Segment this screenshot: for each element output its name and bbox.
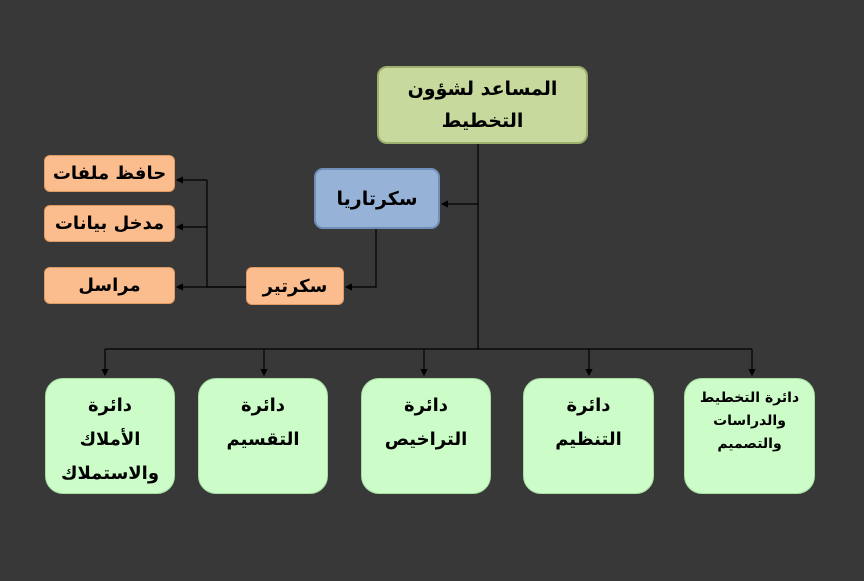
staff-node-file-keeper: حافظ ملفات — [44, 155, 175, 192]
secretary-label: سكرتير — [262, 275, 328, 297]
secretariat-label: سكرتاريا — [336, 187, 418, 210]
root-node-planning-assistant: المساعد لشؤون التخطيط — [377, 66, 588, 144]
root-line-1: المساعد لشؤون — [407, 78, 558, 100]
department-line: والتصميم — [717, 436, 782, 452]
staff-label: مدخل بيانات — [54, 213, 165, 234]
staff-node-data-entry: مدخل بيانات — [44, 205, 175, 242]
secretary-node: سكرتير — [246, 267, 344, 305]
department-line: دائرة التخطيط — [699, 390, 800, 406]
department-line: والاستملاك — [60, 463, 160, 484]
department-node-planning-studies-design: دائرة التخطيط والدراسات والتصميم — [684, 378, 815, 494]
staff-label: مراسل — [78, 275, 141, 296]
department-node-properties: دائرة الأملاك والاستملاك — [45, 378, 175, 494]
department-node-licensing: دائرة التراخيص — [361, 378, 491, 494]
secretary-to-staff-line — [206, 180, 246, 288]
department-line: التقسيم — [226, 429, 300, 450]
staff-label: حافظ ملفات — [52, 163, 167, 184]
staff-node-courier: مراسل — [44, 267, 175, 304]
root-line-2: التخطيط — [441, 110, 524, 132]
department-line: الأملاك — [79, 429, 141, 450]
secretariat-to-secretary-line — [344, 229, 377, 291]
department-line: دائرة — [566, 395, 611, 416]
department-line: التنظيم — [555, 429, 622, 450]
department-line: التراخيص — [384, 429, 468, 450]
department-node-regulation: دائرة التنظيم — [523, 378, 654, 494]
department-line: دائرة — [404, 395, 448, 416]
department-line: دائرة — [88, 395, 133, 416]
department-node-subdivision: دائرة التقسيم — [198, 378, 328, 494]
secretariat-node: سكرتاريا — [314, 168, 440, 229]
department-line: والدراسات — [713, 413, 786, 429]
department-line: دائرة — [241, 395, 286, 416]
